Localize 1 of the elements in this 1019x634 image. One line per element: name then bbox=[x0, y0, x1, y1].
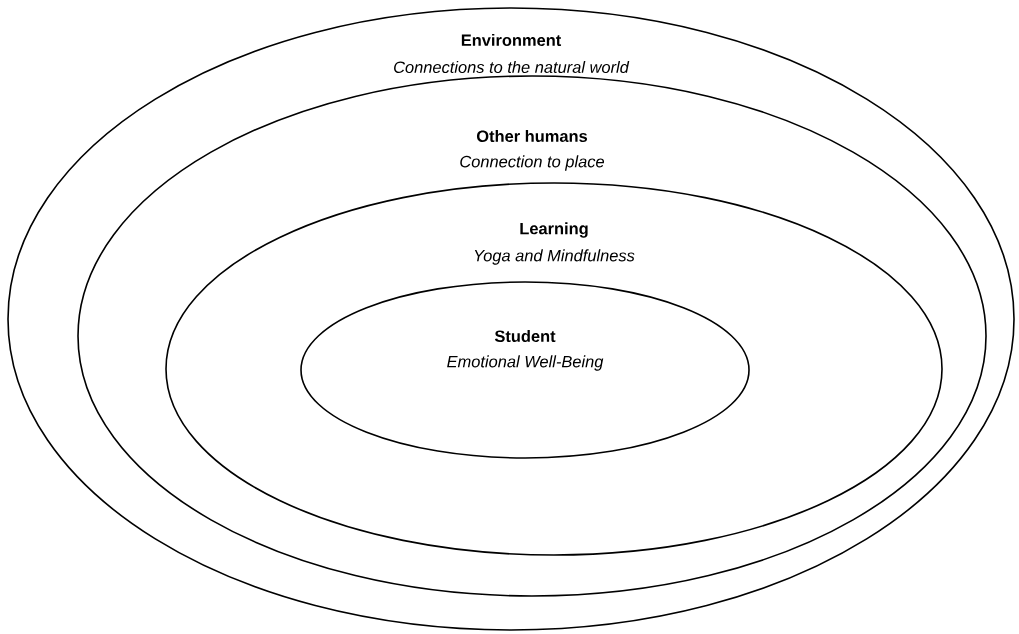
ellipse-region: Student Emotional Well-Being bbox=[300, 281, 750, 459]
